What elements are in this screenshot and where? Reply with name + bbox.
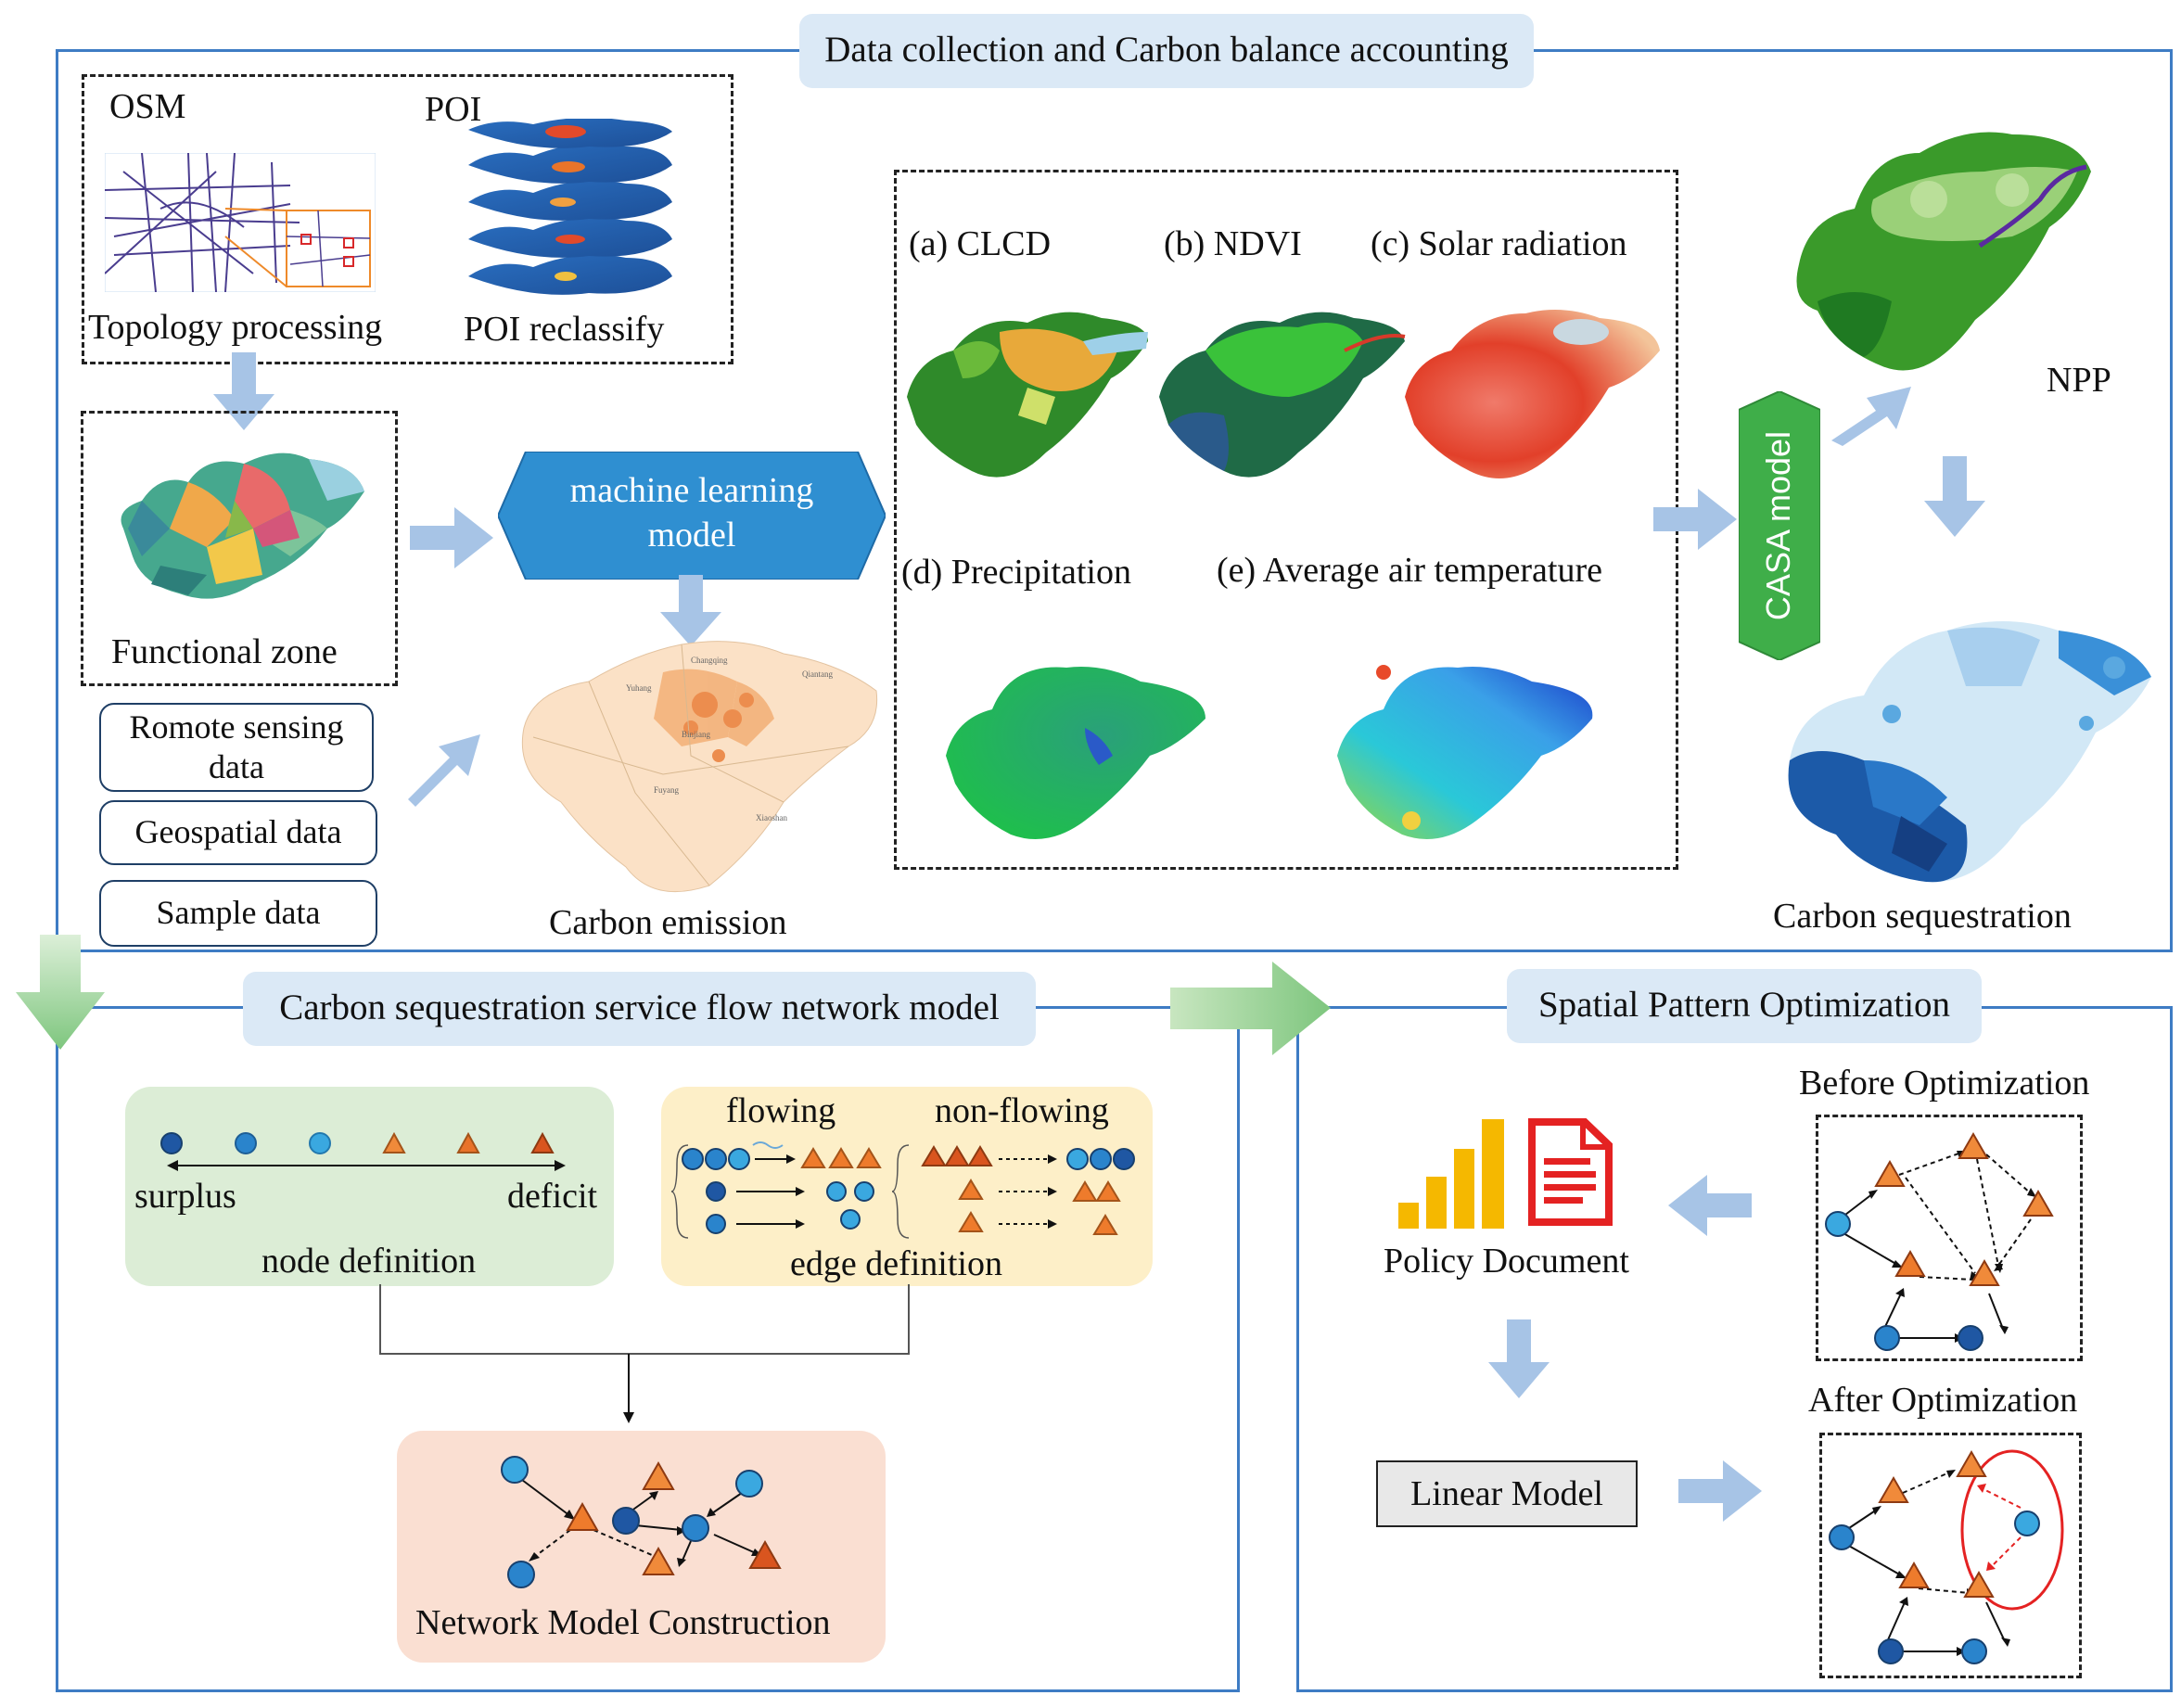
clcd-map	[907, 312, 1148, 478]
factor-solar-label: (c) Solar radiation	[1371, 224, 1627, 263]
svg-text:Qiantang: Qiantang	[802, 669, 833, 679]
topology-processing-label: Topology processing	[88, 308, 383, 347]
linear-model-box[interactable]: Linear Model	[1376, 1460, 1638, 1527]
green-arrow-right	[1170, 962, 1331, 1055]
arrow-linear-to-after	[1678, 1460, 1762, 1522]
geospatial-data-box: Geospatial data	[99, 800, 377, 865]
factor-precip-label: (d) Precipitation	[901, 553, 1131, 592]
edge-definition-label: edge definition	[790, 1244, 1002, 1283]
node-definition-label: node definition	[261, 1242, 477, 1281]
arrow-to-casa	[1653, 489, 1737, 550]
functional-zone-box	[81, 411, 398, 686]
non-flowing-label: non-flowing	[935, 1091, 1109, 1130]
svg-text:Changqing: Changqing	[691, 656, 728, 665]
carbon-sequestration-label: Carbon sequestration	[1773, 897, 2072, 936]
deficit-label: deficit	[507, 1177, 598, 1216]
factor-clcd-label: (a) CLCD	[909, 224, 1052, 263]
sample-data-box: Sample data	[99, 880, 377, 947]
osm-label: OSM	[109, 87, 186, 126]
definition-connector	[379, 1284, 910, 1423]
after-optimization-network	[1829, 1449, 2064, 1664]
edge-definition-panel	[661, 1087, 1153, 1286]
precipitation-map	[946, 667, 1205, 839]
before-optimization-label: Before Optimization	[1799, 1064, 2090, 1103]
arrow-data-to-emission	[408, 734, 480, 807]
casa-model-shape[interactable]	[1739, 391, 1820, 660]
npp-label: NPP	[2047, 361, 2111, 400]
node-definition-panel	[125, 1087, 614, 1286]
svg-text:Yuhang: Yuhang	[626, 683, 652, 693]
arrow-to-carbon-emission	[660, 575, 721, 646]
top-section-title: Data collection and Carbon balance accou…	[799, 14, 1534, 88]
green-arrow-down	[16, 935, 105, 1050]
arrow-before-to-policy	[1668, 1175, 1752, 1236]
osm-road-network-image	[105, 153, 376, 292]
arrow-to-carbon-sequestration	[1924, 456, 1985, 537]
osm-poi-box	[82, 74, 733, 364]
after-optimization-box	[1819, 1433, 2082, 1678]
edge-definition-diagram	[670, 1141, 1135, 1239]
air-temperature-map	[1337, 665, 1593, 839]
svg-text:Xiaoshan: Xiaoshan	[756, 813, 787, 822]
functional-zone-label: Functional zone	[111, 632, 338, 671]
carbon-sequestration-map	[1788, 621, 2151, 883]
poi-layers-image	[468, 119, 672, 295]
remote-sensing-data-box: Romote sensing data	[99, 703, 374, 792]
npp-map	[1796, 132, 2091, 371]
svg-text:Binjiang: Binjiang	[682, 730, 710, 739]
ndvi-map	[1159, 312, 1406, 478]
linear-model-label: Linear Model	[1410, 1474, 1603, 1513]
network-model-diagram	[501, 1456, 782, 1588]
left-section-title: Carbon sequestration service flow networ…	[243, 972, 1036, 1046]
poi-label: POI	[425, 90, 482, 129]
ml-model-shape[interactable]	[498, 452, 886, 580]
solar-radiation-map	[1405, 310, 1660, 478]
arrow-to-ml-model	[410, 507, 493, 568]
network-model-label: Network Model Construction	[415, 1603, 831, 1642]
arrow-policy-to-linear	[1488, 1319, 1550, 1398]
right-section-title: Spatial Pattern Optimization	[1507, 969, 1982, 1043]
bar-chart-icon	[1398, 1119, 1504, 1229]
before-optimization-network	[1825, 1131, 2054, 1351]
surplus-label: surplus	[134, 1177, 236, 1216]
before-optimization-box	[1816, 1115, 2083, 1361]
functional-zone-map	[121, 452, 364, 599]
policy-document-label: Policy Document	[1384, 1242, 1629, 1281]
document-icon	[1528, 1118, 1613, 1226]
factor-temp-label: (e) Average air temperature	[1217, 551, 1602, 590]
poi-reclassify-label: POI reclassify	[464, 310, 665, 349]
node-definition-diagram	[160, 1131, 566, 1171]
arrow-to-npp	[1831, 387, 1911, 446]
ml-model-label: machine learning model	[569, 471, 814, 554]
svg-text:Fuyang: Fuyang	[654, 785, 680, 795]
network-model-panel	[397, 1431, 886, 1663]
carbon-emission-label: Carbon emission	[549, 903, 787, 942]
flowing-label: flowing	[726, 1091, 836, 1130]
after-optimization-label: After Optimization	[1808, 1381, 2078, 1420]
factor-ndvi-label: (b) NDVI	[1164, 224, 1302, 263]
